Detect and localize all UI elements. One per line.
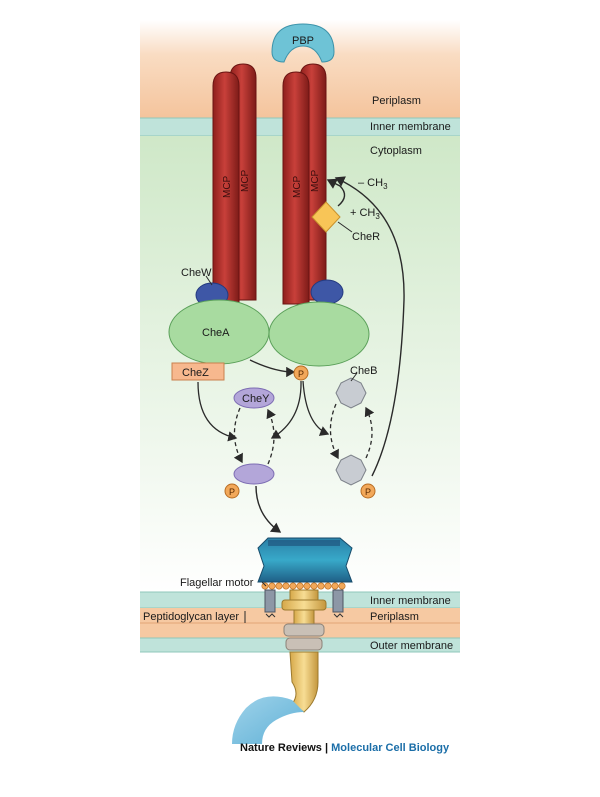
phosphate-chey-label: P [229,487,235,497]
pbp-label: PBP [292,35,314,47]
phospho-to-chey-arrow [270,380,302,439]
phosphate-cheb [360,483,376,499]
outer-membrane-label: Outer membrane [370,640,453,652]
phospho-to-cheb-arrow [302,380,330,436]
cytoplasm-label: Cytoplasm [370,145,422,157]
phosphate-chea-label: P [298,369,304,379]
chez-label: CheZ [182,367,209,379]
inner-membrane-label-bottom: Inner membrane [370,595,451,607]
minus-ch3-label: – CH3 [358,177,388,191]
chea-phosphorylation-arrow [249,359,296,378]
cher-protein [311,201,341,233]
chey-to-motor-arrow [255,485,282,533]
journal-footer: Nature Reviews | Molecular Cell Biology [240,742,449,754]
periplasm-label-top: Periplasm [372,95,421,107]
cher-label: CheR [352,231,380,243]
flagellar-motor-label: Flagellar motor [180,577,254,589]
mcp-label-1: MCP [222,175,233,198]
chea-label: CheA [202,327,230,339]
chew-label: CheW [181,267,212,279]
pbp-protein [271,23,335,63]
cheb-label: CheB [350,365,378,377]
mcp-receptor-left [212,63,257,305]
periplasm-label-bottom: Periplasm [370,611,419,623]
peptidoglycan-layer-label: Peptidoglycan layer [143,611,239,623]
chez-protein [171,362,225,381]
demethylation-arrow [334,176,405,477]
mcp-label-4: MCP [310,169,321,192]
inner-membrane-label-top: Inner membrane [370,121,451,133]
plus-ch3-label: + CH3 [350,207,380,221]
chez-arrow [197,381,238,442]
cheb-cycle-arrow-down [329,403,339,460]
chey-label: CheY [242,393,270,405]
cheb-phospho-protein [335,454,367,486]
mcp-label-3: MCP [292,175,303,198]
footer-separator: | [325,742,329,754]
journal-name: Nature Reviews [240,742,322,754]
cheb-protein [335,377,367,409]
chea-protein-right [268,301,370,367]
journal-subtitle: Molecular Cell Biology [331,742,450,754]
flagellum [232,696,304,744]
chey-phospho-protein [233,463,275,485]
mcp-receptor-right [282,63,327,305]
flagellar-motor [257,537,353,713]
mcp-label-2: MCP [240,169,251,192]
chey-protein [233,387,275,409]
phosphate-chey [224,483,240,499]
chew-protein-right [310,279,344,305]
phosphate-chea [293,365,309,381]
phosphate-cheb-label: P [365,487,371,497]
